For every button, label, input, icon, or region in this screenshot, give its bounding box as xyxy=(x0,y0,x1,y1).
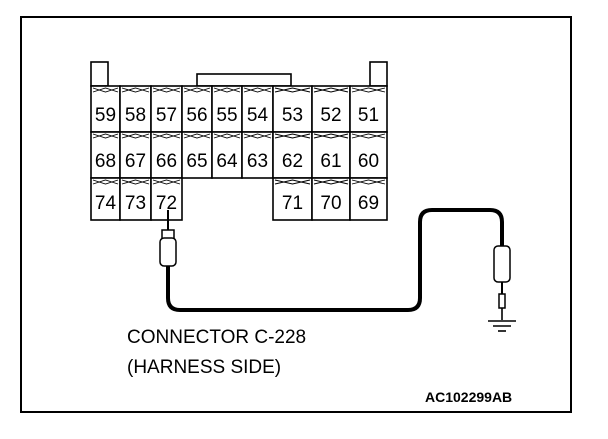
pin-latch-mark xyxy=(213,133,241,139)
pin-latch-mark xyxy=(351,87,386,93)
pin-latch-mark xyxy=(121,87,150,93)
pin-cell: 52 xyxy=(311,85,351,133)
connector-cells: 59 58 57 56 55 54 53 52 51 68 67 66 65 64 63 62 61 60 74 73… xyxy=(90,85,388,221)
ground-icon xyxy=(488,320,516,332)
pin-number: 59 xyxy=(95,105,116,126)
pin-cell: 63 xyxy=(241,131,274,179)
pin-number: 57 xyxy=(156,105,177,126)
pin-latch-mark xyxy=(313,179,349,185)
pin-cell: 67 xyxy=(119,131,152,179)
pin-latch-mark xyxy=(152,179,181,185)
connector-label: CONNECTOR C-228 xyxy=(127,327,306,348)
pin-number: 69 xyxy=(358,193,379,214)
pin-cell: 69 xyxy=(349,177,388,221)
pin-latch-mark xyxy=(243,133,272,139)
pin-number: 65 xyxy=(186,151,207,172)
pin-latch-mark xyxy=(243,87,272,93)
pin-latch-mark xyxy=(121,179,150,185)
right-latch xyxy=(369,61,388,87)
pin-cell: 57 xyxy=(150,85,183,133)
pin-number: 62 xyxy=(282,151,303,172)
connector-body xyxy=(90,61,388,87)
pin-latch-mark xyxy=(92,87,119,93)
pin-latch-mark xyxy=(152,87,181,93)
pin-latch-mark xyxy=(183,87,211,93)
pin-cell: 58 xyxy=(119,85,152,133)
pin-latch-mark xyxy=(213,87,241,93)
top-key xyxy=(196,73,292,87)
pin-latch-mark xyxy=(274,87,311,93)
harness-side-label: (HARNESS SIDE) xyxy=(127,357,281,378)
pin-number: 60 xyxy=(358,151,379,172)
pin-cell: 65 xyxy=(181,131,213,179)
pin-cell: 54 xyxy=(241,85,274,133)
pin-number: 64 xyxy=(216,151,238,172)
pin-number: 67 xyxy=(125,151,146,172)
pin-cell: 73 xyxy=(119,177,152,221)
pin-cell: 72 xyxy=(150,177,183,221)
pin-cell: 64 xyxy=(211,131,243,179)
pin-cell: 55 xyxy=(211,85,243,133)
pin-number: 53 xyxy=(282,105,303,126)
pin-number: 52 xyxy=(320,105,341,126)
pin-latch-mark xyxy=(274,133,311,139)
pin-cell: 61 xyxy=(311,131,351,179)
pin-latch-mark xyxy=(183,133,211,139)
pin-latch-mark xyxy=(274,179,311,185)
pin-number: 58 xyxy=(125,105,146,126)
left-latch xyxy=(90,61,109,87)
pin-latch-mark xyxy=(313,87,349,93)
pin-cell: 62 xyxy=(272,131,313,179)
pin-latch-mark xyxy=(313,133,349,139)
pin-latch-mark xyxy=(121,133,150,139)
pin-number: 63 xyxy=(247,151,268,172)
pin-number: 68 xyxy=(95,151,116,172)
pin-number: 70 xyxy=(320,193,341,214)
pin-number: 54 xyxy=(247,105,269,126)
outer-frame xyxy=(20,16,572,413)
pin-number: 55 xyxy=(216,105,237,126)
pin-cell: 59 xyxy=(90,85,121,133)
harness-wire xyxy=(166,208,504,312)
pin-number: 66 xyxy=(156,151,177,172)
pin-latch-mark xyxy=(351,179,386,185)
pin-cell: 53 xyxy=(272,85,313,133)
pin-cell: 74 xyxy=(90,177,121,221)
pin-number: 74 xyxy=(95,193,117,214)
pin-number: 56 xyxy=(186,105,207,126)
pin-latch-mark xyxy=(152,133,181,139)
figure-code: AC102299AB xyxy=(425,389,512,405)
pin-latch-mark xyxy=(92,179,119,185)
pin-cell: 70 xyxy=(311,177,351,221)
pin-number: 72 xyxy=(156,193,177,214)
pin-number: 51 xyxy=(358,105,379,126)
pin-latch-mark xyxy=(351,133,386,139)
pin-cell: 66 xyxy=(150,131,183,179)
pin-cell: 71 xyxy=(272,177,313,221)
probe-left-icon xyxy=(159,210,177,267)
pin-number: 61 xyxy=(320,151,341,172)
pin-cell: 60 xyxy=(349,131,388,179)
pin-cell: 68 xyxy=(90,131,121,179)
probe-right-icon xyxy=(493,245,511,320)
pin-number: 73 xyxy=(125,193,146,214)
pin-cell: 56 xyxy=(181,85,213,133)
pin-cell: 51 xyxy=(349,85,388,133)
pin-latch-mark xyxy=(92,133,119,139)
pin-number: 71 xyxy=(282,193,303,214)
